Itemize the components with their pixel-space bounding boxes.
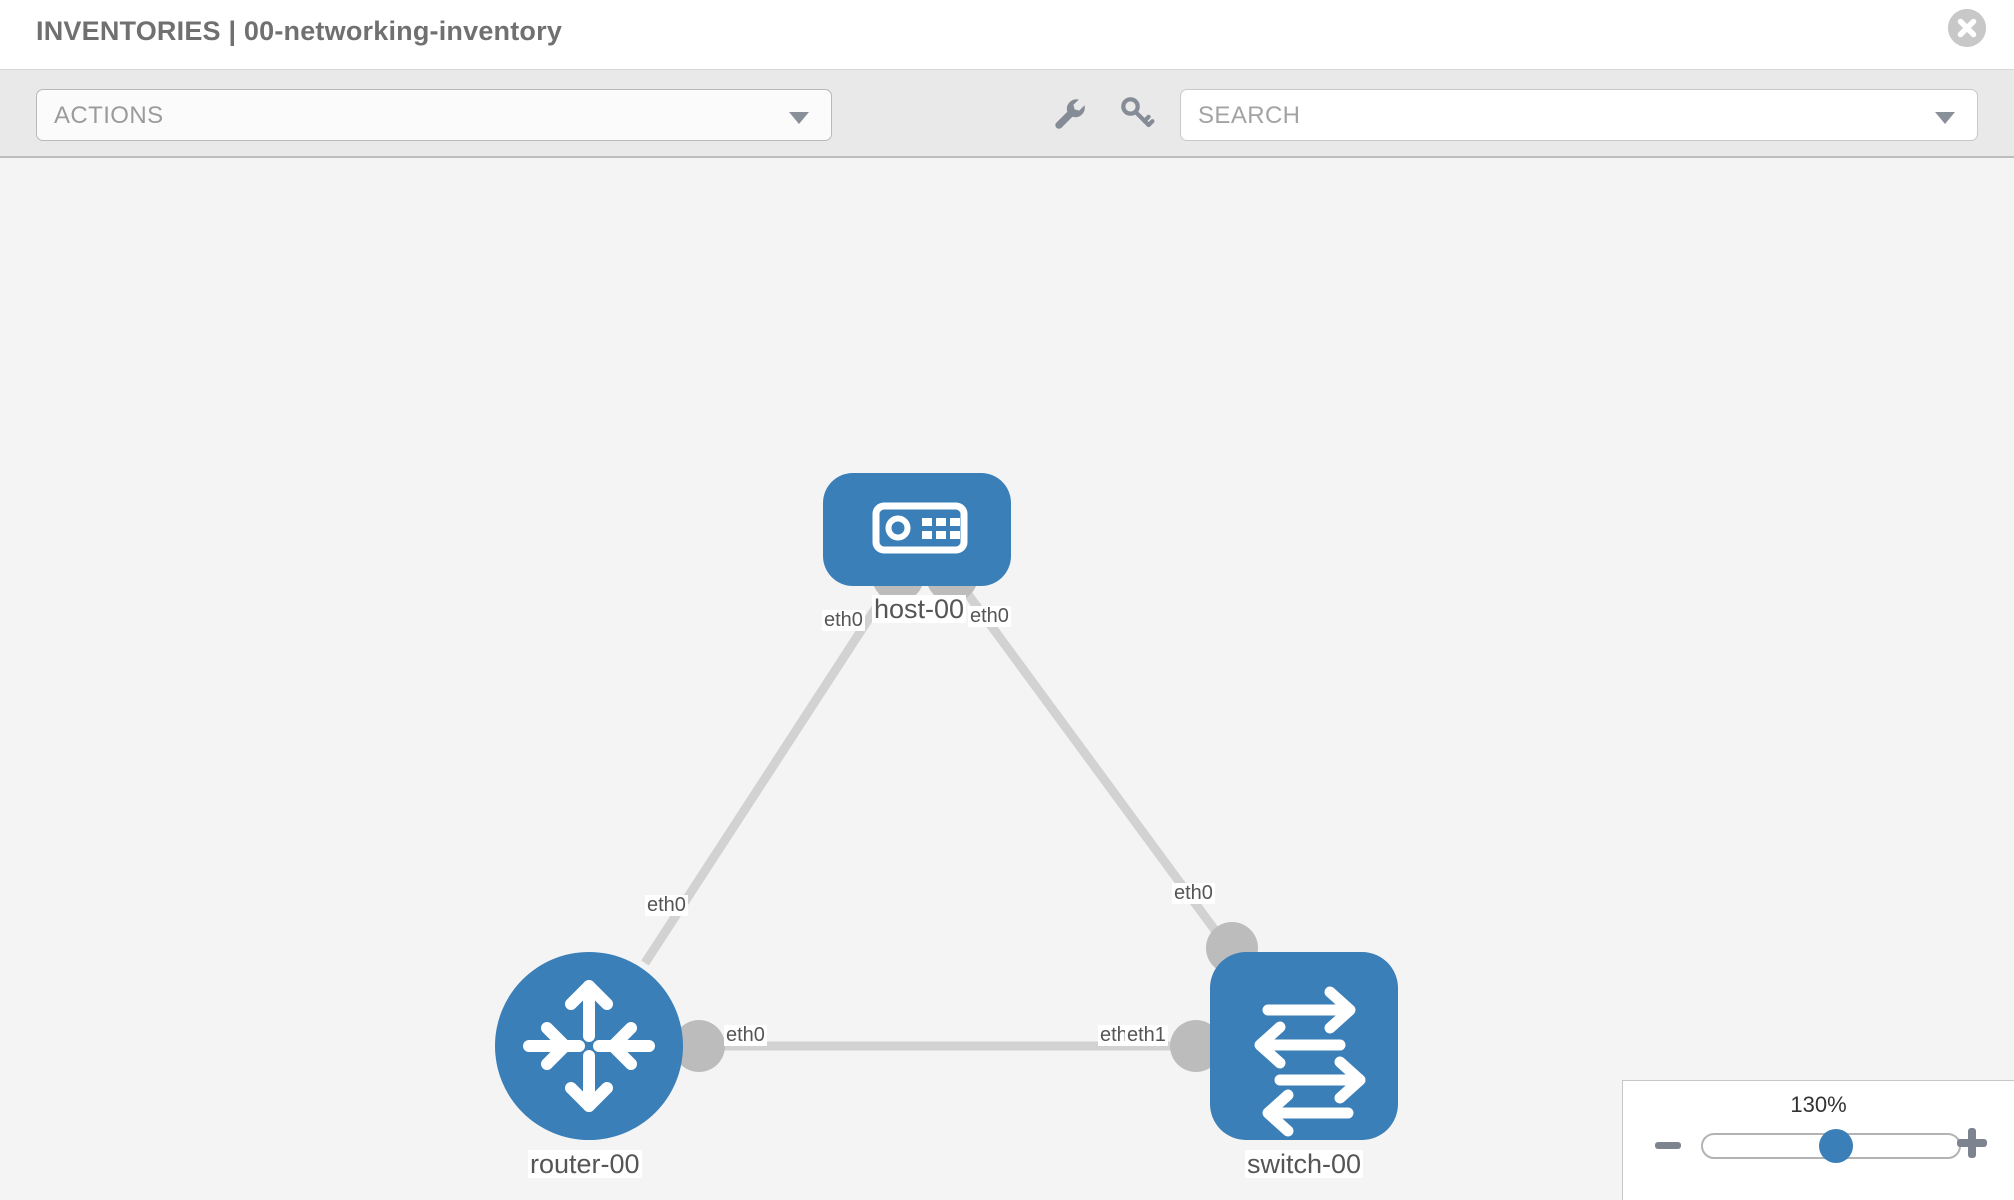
router-icon [523, 980, 655, 1112]
switch-icon [1254, 986, 1366, 1137]
zoom-slider[interactable] [1701, 1129, 1961, 1163]
search-placeholder: SEARCH [1198, 102, 1301, 129]
app-header: INVENTORIES | 00-networking-inventory [0, 0, 2014, 70]
topology-canvas[interactable]: host-00 router-00 switch-00 eth0 eth0 et… [0, 158, 2014, 1200]
key-icon[interactable] [1115, 92, 1157, 134]
topology-graph [495, 473, 1398, 1140]
topology-endpoints [673, 550, 1258, 1072]
node-router-00[interactable] [495, 952, 683, 1140]
iface-label-switch00-up: eth0 [1172, 882, 1215, 904]
iface-label-host00-right: eth0 [968, 605, 1011, 627]
toolbar: ACTIONS SEARCH [0, 70, 2014, 158]
iface-label-host00-left: eth0 [822, 609, 865, 631]
iface-label-router00-right: eth0 [724, 1024, 767, 1046]
endpoint-router00-right[interactable] [673, 1020, 725, 1072]
iface-label-switch00-left-a: eth [1098, 1024, 1130, 1046]
server-icon [872, 502, 968, 554]
chevron-down-icon [789, 112, 809, 124]
wrench-icon[interactable] [1048, 92, 1090, 134]
key-icon-glyph [1121, 97, 1155, 128]
minus-icon[interactable] [1653, 1131, 1683, 1161]
chevron-down-icon [1935, 112, 1955, 124]
close-circle-icon [1948, 9, 1986, 47]
node-host-00[interactable] [823, 473, 1011, 586]
iface-label-router00-up: eth0 [645, 894, 688, 916]
node-label-switch-00: switch-00 [1245, 1149, 1364, 1179]
plus-icon-glyph [1957, 1128, 1987, 1158]
actions-dropdown[interactable]: ACTIONS [36, 89, 832, 141]
topology-links [641, 560, 1232, 1051]
wrench-icon-glyph [1055, 99, 1085, 129]
actions-dropdown-label: ACTIONS [54, 102, 164, 129]
search-input[interactable]: SEARCH [1180, 89, 1978, 141]
iface-label-switch00-left-b: eth1 [1125, 1024, 1168, 1046]
close-icon[interactable] [1948, 9, 1986, 47]
endpoint-switch00-left[interactable] [1170, 1020, 1222, 1072]
zoom-control: 130% [1622, 1080, 2014, 1200]
node-label-router-00: router-00 [528, 1149, 642, 1179]
zoom-slider-thumb[interactable] [1819, 1129, 1854, 1163]
zoom-percent-label: 130% [1790, 1092, 1847, 1117]
breadcrumb: INVENTORIES | 00-networking-inventory [36, 16, 563, 46]
node-label-host-00: host-00 [872, 594, 967, 624]
plus-icon[interactable] [1954, 1125, 1990, 1161]
minus-icon-glyph [1655, 1142, 1681, 1149]
node-switch-00[interactable] [1210, 952, 1398, 1140]
